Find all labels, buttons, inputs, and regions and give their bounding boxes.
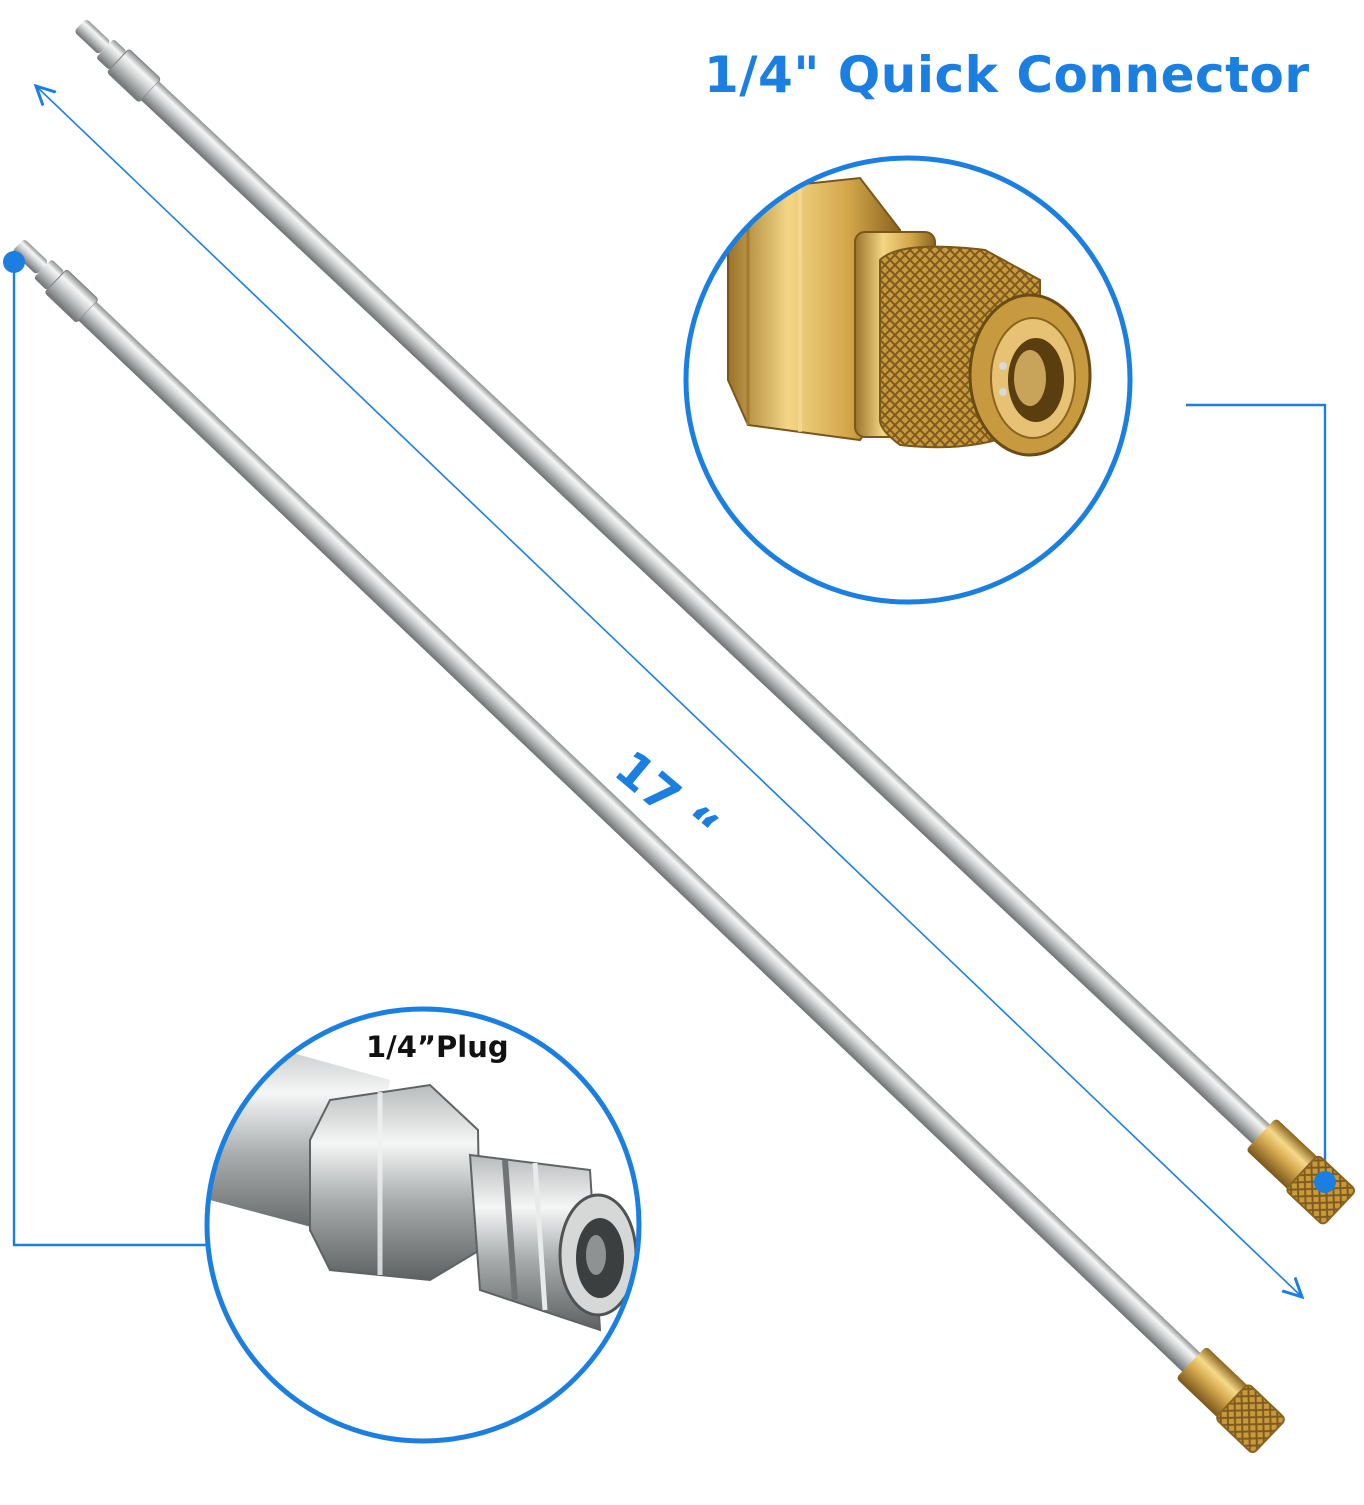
extension-wand-upper [75, 20, 1356, 1225]
connector-callout-line [1186, 403, 1327, 1178]
extension-wand-lower [13, 240, 1285, 1453]
plug-callout-line [12, 262, 210, 1247]
plug-caption: 1/4”Plug [366, 1030, 509, 1064]
length-dimension-line [36, 86, 1302, 1297]
plug-callout-dot [3, 251, 25, 273]
connector-title: 1/4" Quick Connector [704, 46, 1310, 104]
plug-zoom [204, 1006, 642, 1444]
quick-connector-zoom [683, 155, 1133, 605]
connector-callout-dot [1314, 1171, 1336, 1193]
